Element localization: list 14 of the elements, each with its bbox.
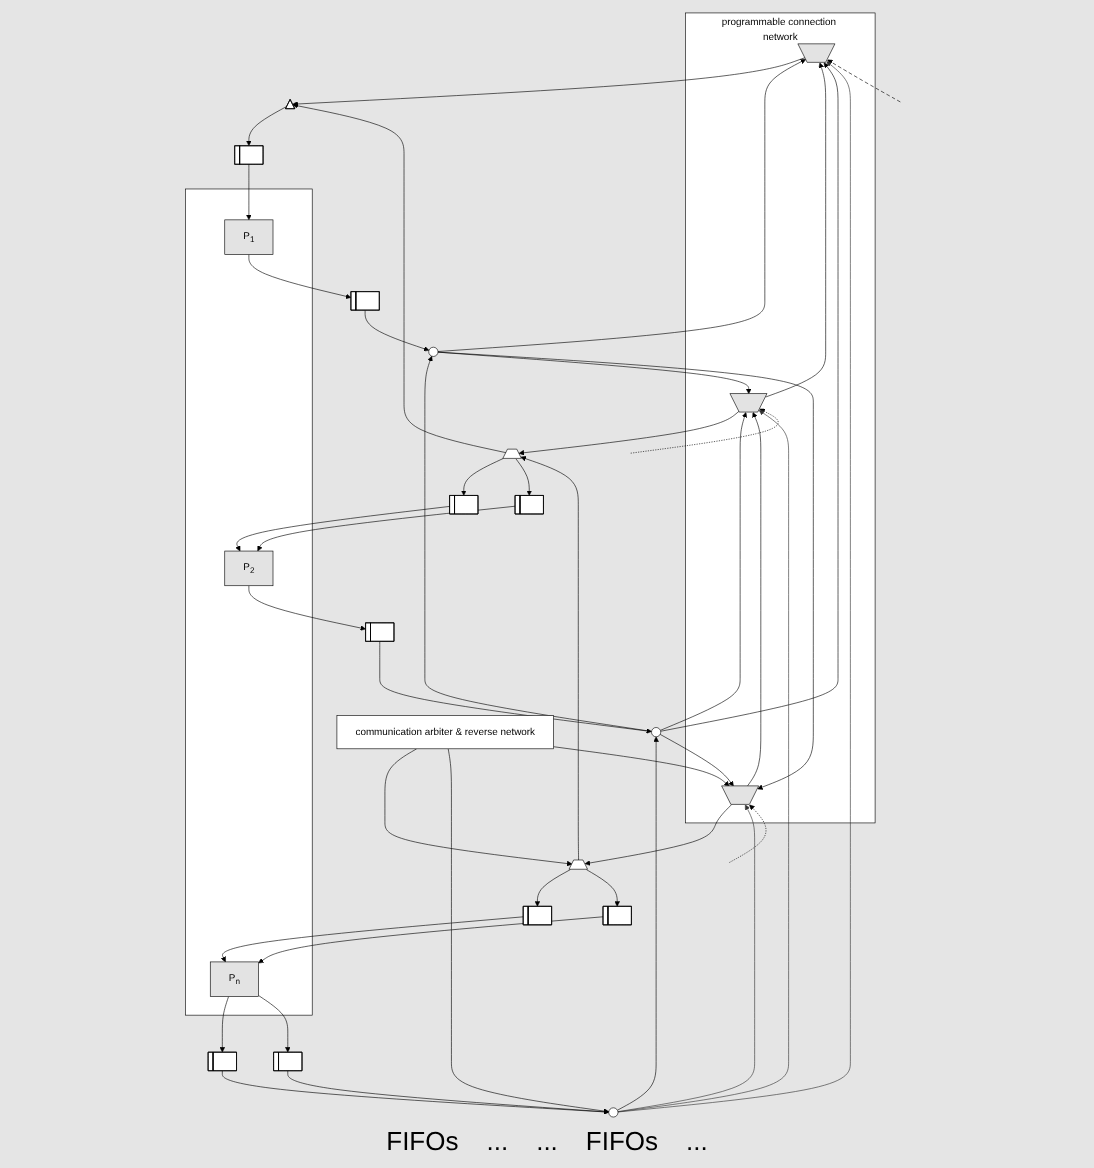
note-text: ... <box>486 1126 509 1156</box>
node-circle <box>428 346 439 357</box>
node-trapezoid <box>797 43 836 63</box>
node-circle <box>651 727 662 738</box>
node-trapezoid <box>721 785 759 805</box>
node-trapezoid <box>729 393 768 413</box>
node-trapezoid <box>568 859 588 870</box>
note-text: ... <box>686 1126 708 1156</box>
node-trapezoid <box>502 448 522 459</box>
node-circle <box>608 1107 619 1118</box>
note-text: ... <box>536 1126 558 1156</box>
note-text: FIFOs <box>585 1126 659 1156</box>
note-text: FIFOs <box>386 1126 459 1156</box>
cluster <box>185 188 313 1016</box>
